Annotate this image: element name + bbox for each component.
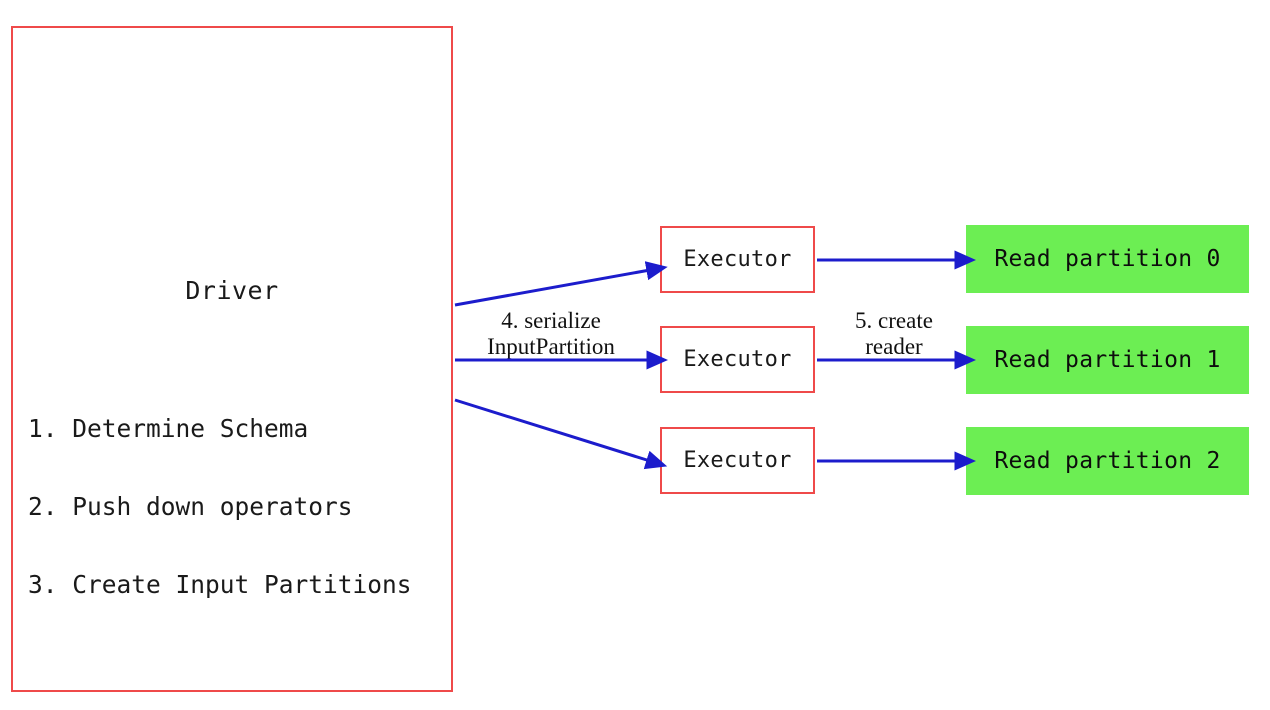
arrow-label-create-reader: 5. create reader [824, 308, 964, 360]
partition-label: Read partition 1 [994, 347, 1221, 373]
partition-label: Read partition 0 [994, 246, 1221, 272]
arrow-driver-to-executor-0 [454, 261, 668, 307]
arrow-label-serialize-line2: InputPartition [487, 334, 615, 359]
driver-step-3: 3. Create Input Partitions [28, 570, 412, 599]
driver-step-2: 2. Push down operators [28, 492, 353, 521]
arrow-label-create-line2: reader [865, 334, 923, 359]
driver-step-1: 1. Determine Schema [28, 414, 309, 443]
arrow-label-serialize-input-partition: 4. serialize InputPartition [462, 308, 640, 360]
executor-box-1: Executor [660, 326, 815, 393]
partition-box-0: Read partition 0 [966, 225, 1249, 293]
arrow-driver-to-executor-2 [454, 398, 668, 470]
executor-label: Executor [683, 247, 792, 272]
driver-title: Driver [185, 276, 279, 305]
executor-box-0: Executor [660, 226, 815, 293]
arrow-label-create-line1: 5. create [855, 308, 933, 333]
executor-box-2: Executor [660, 427, 815, 494]
driver-box [11, 26, 453, 692]
partition-box-2: Read partition 2 [966, 427, 1249, 495]
executor-label: Executor [683, 448, 792, 473]
partition-label: Read partition 2 [994, 448, 1221, 474]
driver-steps-list: 1. Determine Schema 2. Push down operato… [28, 364, 412, 650]
executor-label: Executor [683, 347, 792, 372]
arrow-label-serialize-line1: 4. serialize [501, 308, 601, 333]
partition-box-1: Read partition 1 [966, 326, 1249, 394]
